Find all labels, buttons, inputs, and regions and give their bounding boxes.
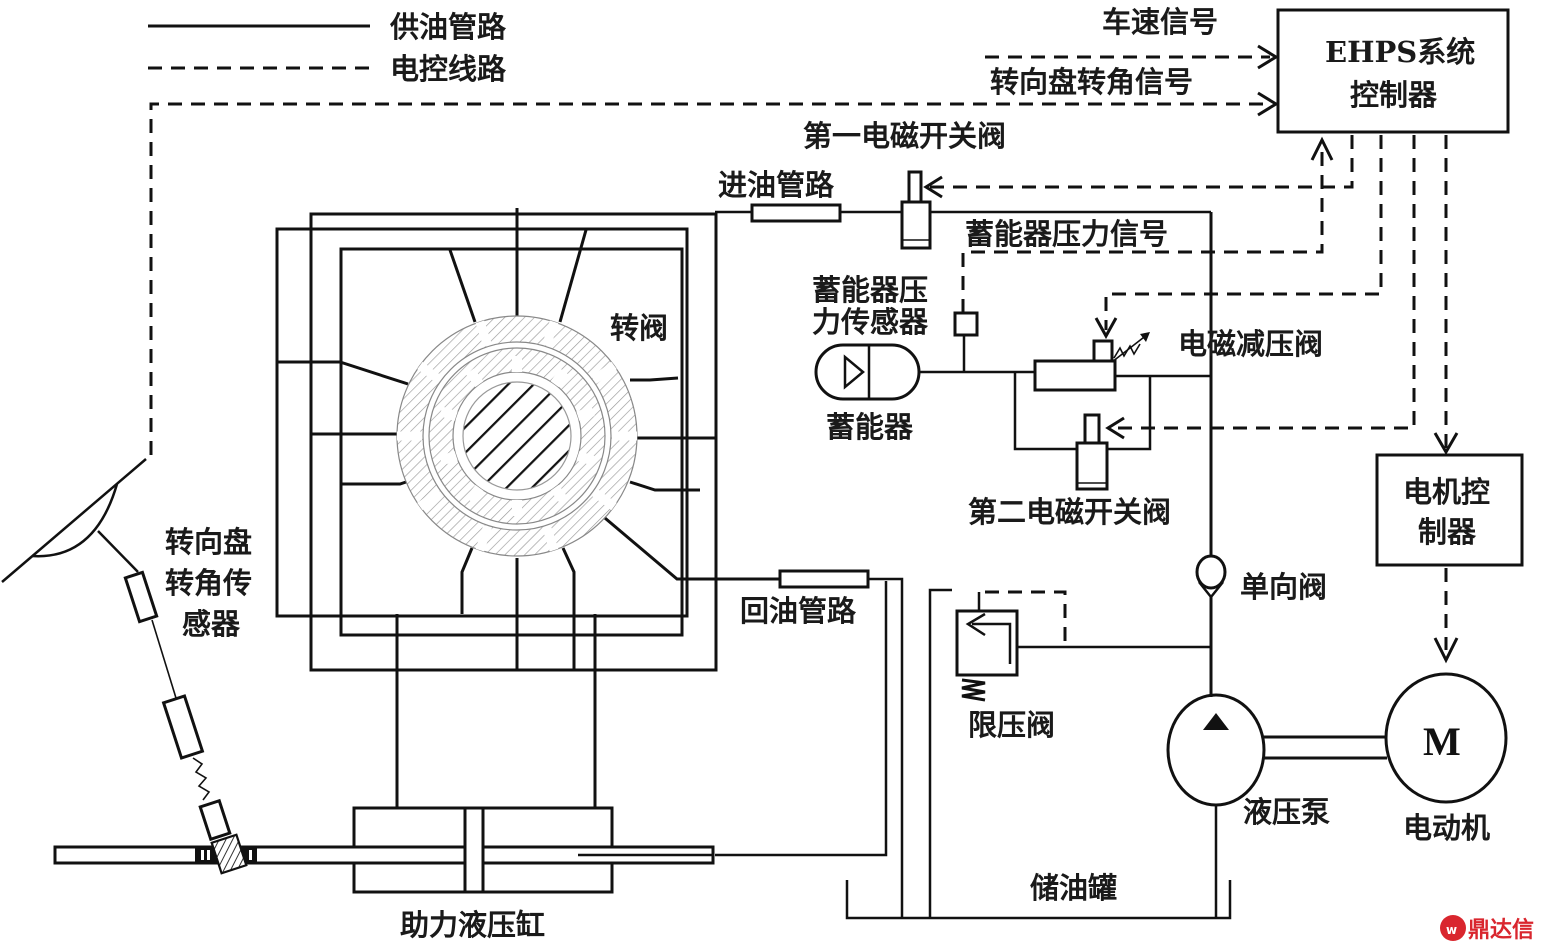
reservoir-label: 储油罐	[1030, 871, 1117, 905]
power-cylinder-label: 助力液压缸	[400, 908, 545, 942]
accumulator: 蓄能器	[814, 343, 921, 444]
first-solenoid-valve	[900, 170, 932, 250]
accumulator-pressure-signal-line	[961, 140, 1324, 313]
pressure-sensor-label-2: 力传感器	[812, 305, 929, 339]
motor-controller-label-1: 电机控	[1403, 475, 1490, 509]
pressure-sensor-label-1: 蓄能器压	[812, 273, 928, 307]
motor-controller: 电机控 制器	[1375, 453, 1524, 567]
motor-controller-label-2: 制器	[1418, 515, 1477, 549]
oil-reservoir: 储油罐	[845, 871, 1232, 920]
first-valve-arrow-icon	[923, 175, 943, 199]
inlet-pipe-restrictor	[750, 203, 842, 223]
relief-valve-spring-icon	[961, 678, 986, 702]
ehps-controller-label-2: 控制器	[1350, 78, 1438, 112]
valve-outer-slot	[591, 488, 617, 511]
column-spring-icon	[192, 757, 211, 801]
check-valve: 单向阀	[1195, 554, 1327, 604]
valve-slots	[397, 320, 637, 552]
bypass-right	[1100, 376, 1152, 451]
valve-outer-slot	[475, 320, 492, 348]
valve-inner-slot	[439, 406, 458, 421]
relief-valve: 限压阀	[928, 588, 1211, 918]
reducing-valve-control-line	[1104, 135, 1383, 330]
second-solenoid-valve-label: 第二电磁开关阀	[968, 495, 1171, 529]
pressure-signal-arrow-icon	[1310, 136, 1334, 161]
ehps-controller-label-1: EHPS系统	[1325, 35, 1475, 69]
valve-inner-slot	[550, 484, 569, 504]
legend-supply-label: 供油管路	[389, 10, 507, 44]
steering-angle-arrow-icon	[1257, 91, 1279, 117]
bypass-left	[1013, 372, 1082, 451]
return-pipe-label: 回油管路	[740, 594, 857, 628]
legend-control-label: 电控线路	[390, 52, 507, 86]
rotary-valve-label: 转阀	[610, 311, 668, 345]
first-valve-control-line	[930, 135, 1354, 189]
motor-controller-arrow-icon	[1433, 432, 1459, 455]
return-pipe-line	[868, 577, 904, 918]
valve-outer-slot	[542, 320, 559, 348]
valve-outer-slot	[475, 524, 492, 552]
valve-inner-slot	[550, 368, 569, 388]
steering-column	[123, 570, 248, 875]
ehps-controller: EHPS系统 控制器	[1276, 8, 1510, 134]
power-cylinder: 助力液压缸	[53, 806, 715, 942]
vehicle-speed-signal-label: 车速信号	[1102, 5, 1218, 39]
motor-label: 电动机	[1403, 811, 1490, 845]
electric-motor: M 电动机	[1384, 672, 1508, 845]
pump-direction-triangle-icon	[1203, 713, 1229, 730]
reducing-valve-label: 电磁减压阀	[1178, 327, 1323, 361]
accumulator-triangle-icon	[843, 354, 865, 390]
steering-angle-signal-line	[149, 102, 1270, 455]
motor-arrow-icon	[1433, 637, 1459, 664]
steering-sensor-label-2: 转角传	[165, 566, 252, 600]
pinion-gear	[210, 833, 248, 875]
second-valve-control-line	[1112, 135, 1416, 430]
steering-sensor-label-3: 感器	[182, 607, 241, 641]
motor-symbol: M	[1423, 719, 1461, 764]
return-pipe-restrictor	[778, 569, 870, 589]
pressure-reducing-valve: 电磁减压阀	[1033, 327, 1323, 392]
svg-text:w: w	[1446, 923, 1457, 937]
rotary-valve-assembly: 转阀	[275, 208, 780, 672]
valve-outer-slot	[417, 361, 443, 384]
watermark-text: 鼎达信	[1468, 917, 1534, 943]
valve-outer-slot	[591, 361, 617, 384]
valve-inner-slot	[439, 451, 458, 466]
vehicle-speed-arrow-icon	[1257, 44, 1279, 70]
watermark: w 鼎达信	[1440, 915, 1534, 943]
valve-inner-slot	[576, 451, 595, 466]
check-valve-label: 单向阀	[1240, 570, 1327, 604]
cylinder-return-line	[715, 581, 888, 857]
steering-angle-signal-label: 转向盘转角信号	[990, 65, 1193, 99]
relief-valve-label: 限压阀	[968, 708, 1055, 742]
accumulator-pressure-signal-label: 蓄能器压力信号	[965, 217, 1168, 251]
valve-outer-slot	[417, 488, 443, 511]
legend: 供油管路 电控线路	[148, 10, 507, 86]
second-valve-arrow-icon	[1105, 416, 1125, 440]
steering-wheel	[1, 458, 147, 583]
valve-core	[462, 381, 572, 491]
accumulator-label: 蓄能器	[826, 410, 914, 444]
watermark-logo-icon	[1440, 915, 1466, 941]
second-solenoid-valve: 第二电磁开关阀	[968, 413, 1171, 529]
first-solenoid-valve-label: 第一电磁开关阀	[803, 119, 1006, 153]
valve-inner-slot	[465, 368, 484, 388]
relief-valve-pilot-line	[985, 590, 1067, 646]
pressure-sensor: 蓄能器压 力传感器	[812, 273, 979, 372]
inlet-pipe-label: 进油管路	[718, 168, 835, 202]
valve-outer-slot	[542, 524, 559, 552]
valve-inner-slot	[576, 406, 595, 421]
hydraulic-pump: 液压泵	[1166, 693, 1330, 829]
steering-sensor-label-1: 转向盘	[165, 525, 252, 559]
hydraulic-pump-label: 液压泵	[1243, 795, 1330, 829]
reducing-valve-arrow-icon	[1094, 317, 1118, 340]
valve-inner-slot	[465, 484, 484, 504]
